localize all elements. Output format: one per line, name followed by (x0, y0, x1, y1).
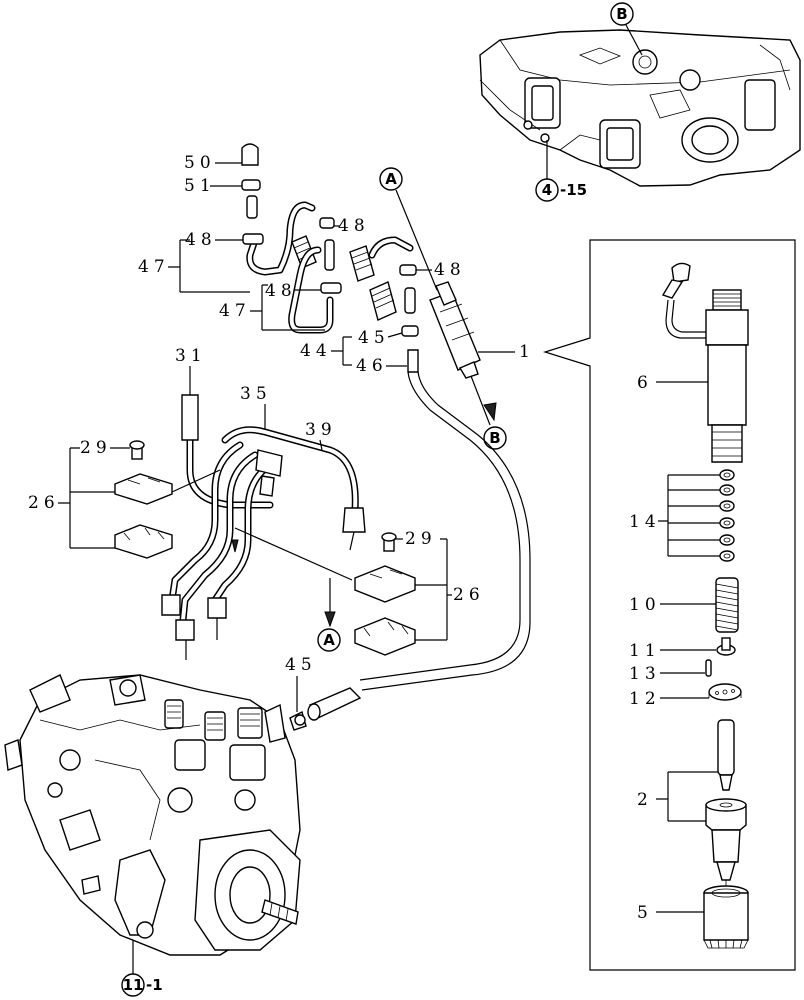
reference-11-1: 11 -1 (121, 940, 163, 997)
label-12: 12 (629, 689, 709, 709)
label-51-text: 51 (184, 176, 216, 196)
nozzle-2 (705, 719, 747, 888)
label-48-d: 48 (416, 260, 466, 280)
label-12-text: 12 (629, 689, 661, 709)
label-26-a: 26 (28, 447, 221, 549)
clip-part-48-b (319, 217, 335, 229)
reference-4-15: 4 -15 (535, 140, 587, 202)
label-48-b-text: 48 (338, 216, 370, 236)
label-11-text: 11 (629, 641, 661, 661)
label-5-text: 5 (637, 903, 653, 923)
reference-4-15-number: 4 (542, 181, 552, 199)
label-13-text: 13 (629, 664, 661, 684)
label-14-text: 14 (629, 512, 661, 532)
callout-b-top-text: B (616, 5, 627, 23)
label-31: 31 (175, 346, 207, 395)
clip-part-45-a (401, 325, 419, 337)
label-13: 13 (629, 664, 705, 684)
label-39-text: 39 (305, 420, 337, 440)
label-1-text: 1 (519, 342, 535, 362)
label-29-a: 29 (80, 438, 130, 458)
label-29-b: 29 (394, 529, 437, 549)
label-45-b: 45 (285, 655, 317, 712)
injector-body-6 (661, 262, 749, 463)
shim-stack-14 (719, 469, 735, 562)
label-48-d-text: 48 (434, 260, 466, 280)
cylinder-head-illustration (479, 29, 801, 187)
label-44-text: 44 (300, 341, 332, 361)
label-29-a-text: 29 (80, 438, 112, 458)
label-45-a-text: 45 (358, 328, 390, 348)
return-hose-inner (361, 371, 531, 691)
label-44: 44 (300, 336, 352, 366)
label-2: 2 (637, 771, 718, 822)
label-11: 11 (629, 641, 716, 661)
label-10-text: 10 (629, 595, 661, 615)
retaining-nut-5 (703, 885, 749, 949)
label-47-a-text: 47 (138, 257, 170, 277)
callout-b-mid: B (483, 426, 507, 450)
reference-11-1-suffix: -1 (146, 976, 163, 994)
callout-a-bottom: A (317, 578, 341, 652)
label-45-b-text: 45 (285, 655, 317, 675)
label-14: 14 (629, 474, 720, 557)
callout-a-top: A (379, 167, 438, 291)
label-47-b-text: 47 (219, 301, 251, 321)
pipe-clamp-left (114, 440, 173, 559)
callout-a-top-text: A (385, 170, 397, 188)
label-50-text: 50 (184, 153, 216, 173)
label-31-text: 31 (175, 346, 207, 366)
pipe-nut-39 (342, 507, 366, 533)
clip-part-48-c (320, 282, 342, 294)
pin-13 (705, 659, 712, 677)
label-50: 50 (184, 153, 242, 173)
label-45-a: 45 (358, 328, 403, 348)
distance-plate-12 (708, 683, 742, 701)
label-35-text: 35 (240, 384, 272, 404)
pipe-nut-31 (181, 394, 199, 441)
leak-off-assembly (241, 143, 419, 373)
label-39: 39 (305, 420, 337, 451)
label-47-b: 47 (219, 284, 325, 331)
label-46: 46 (356, 356, 407, 376)
label-35: 35 (240, 384, 272, 430)
label-26-b-text: 26 (453, 585, 485, 605)
injector-assembly-1 (429, 281, 497, 426)
reference-4-15-suffix: -15 (560, 181, 587, 199)
label-26-a-text: 26 (28, 493, 60, 513)
label-29-b-text: 29 (405, 529, 437, 549)
clip-part-48-d (399, 264, 417, 276)
injection-pipes (161, 394, 366, 660)
label-1: 1 (478, 342, 535, 362)
label-48-c: 48 (265, 281, 321, 301)
label-10: 10 (629, 595, 716, 615)
label-26-b: 26 (415, 538, 485, 641)
label-6-text: 6 (637, 373, 653, 393)
label-47-a: 47 (138, 239, 250, 293)
label-51: 51 (184, 176, 242, 196)
clip-part-51 (241, 179, 261, 191)
label-48-b: 48 (334, 216, 370, 236)
clip-part-48-a (242, 233, 264, 245)
cap-part-50 (241, 143, 259, 166)
spring-10 (715, 577, 739, 633)
label-48-c-text: 48 (265, 281, 297, 301)
callout-b-mid-text: B (489, 429, 500, 447)
label-48-a-text: 48 (185, 230, 217, 250)
callout-a-bottom-text: A (323, 631, 335, 649)
return-hose-outer (359, 371, 521, 681)
injector-detail-panel: 6 14 10 11 13 12 2 5 (542, 239, 796, 971)
label-48-a: 48 (185, 230, 243, 250)
spring-seat-11 (716, 637, 736, 656)
label-46-text: 46 (356, 356, 388, 376)
injection-pump-illustration (4, 674, 306, 956)
callout-b-top: B (610, 2, 643, 56)
reference-11-1-number: 11 (123, 976, 144, 994)
label-5: 5 (637, 903, 704, 923)
label-2-text: 2 (637, 790, 653, 810)
label-6: 6 (637, 373, 708, 393)
pipe-clamp-right (354, 532, 416, 656)
